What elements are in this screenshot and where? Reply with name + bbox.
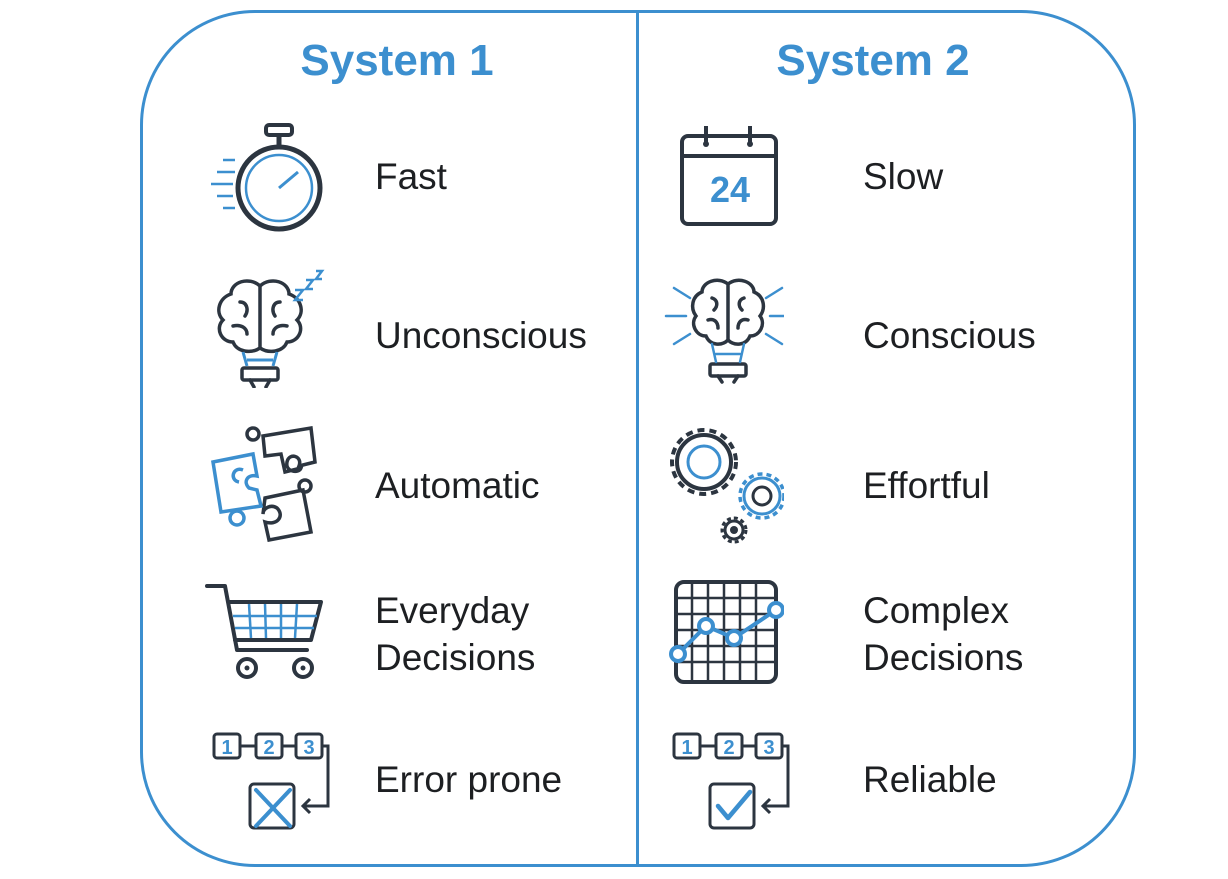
system1-label-4: Everyday Decisions [375, 587, 535, 681]
system2-label-3: Effortful [863, 462, 990, 509]
column-divider [636, 11, 639, 867]
calendar-icon: 24 [670, 120, 790, 240]
system2-label-1: Slow [863, 153, 943, 200]
stopwatch-icon [205, 120, 325, 240]
system2-label-2-line1: Conscious [863, 315, 1036, 356]
system1-label-5-line1: Error prone [375, 759, 563, 800]
system2-label-5: Reliable [863, 756, 997, 803]
system2-heading: System 2 [776, 36, 970, 85]
system2-label-5-line1: Reliable [863, 759, 997, 800]
step-1-text: 1 [681, 737, 692, 759]
system2-label-4-line2: Decisions [863, 637, 1024, 678]
step-1-text: 1 [221, 737, 232, 759]
step-2-text: 2 [723, 737, 734, 759]
step-2-text: 2 [263, 737, 274, 759]
system2-label-2: Conscious [863, 312, 1036, 359]
system1-label-5: Error prone [375, 756, 562, 803]
system1-label-2: Unconscious [375, 312, 587, 359]
gears-icon [664, 424, 784, 544]
system2-label-4-line1: Complex [863, 590, 1009, 631]
system1-label-4-line1: Everyday [375, 590, 530, 631]
line-graph-icon [664, 576, 784, 696]
system2-label-4: Complex Decisions [863, 587, 1023, 681]
system1-label-2-line1: Unconscious [375, 315, 587, 356]
system1-label-1-line1: Fast [375, 156, 447, 197]
step-3-text: 3 [303, 737, 314, 759]
system2-label-1-line1: Slow [863, 156, 944, 197]
calendar-day-text: 24 [710, 169, 750, 210]
system1-heading: System 1 [300, 36, 494, 85]
system1-label-4-line2: Decisions [375, 637, 536, 678]
system1-label-3-line1: Automatic [375, 465, 540, 506]
glowing-brain-bulb-icon [664, 272, 784, 392]
steps-check-icon: 1 2 3 [670, 722, 790, 842]
puzzle-pieces-icon [203, 422, 323, 542]
system1-label-1: Fast [375, 153, 447, 200]
sleeping-brain-bulb-icon [205, 268, 325, 388]
system1-label-3: Automatic [375, 462, 540, 509]
step-3-text: 3 [763, 737, 774, 759]
steps-cross-icon: 1 2 3 [210, 722, 330, 842]
shopping-cart-icon [203, 572, 323, 692]
system2-label-3-line1: Effortful [863, 465, 990, 506]
